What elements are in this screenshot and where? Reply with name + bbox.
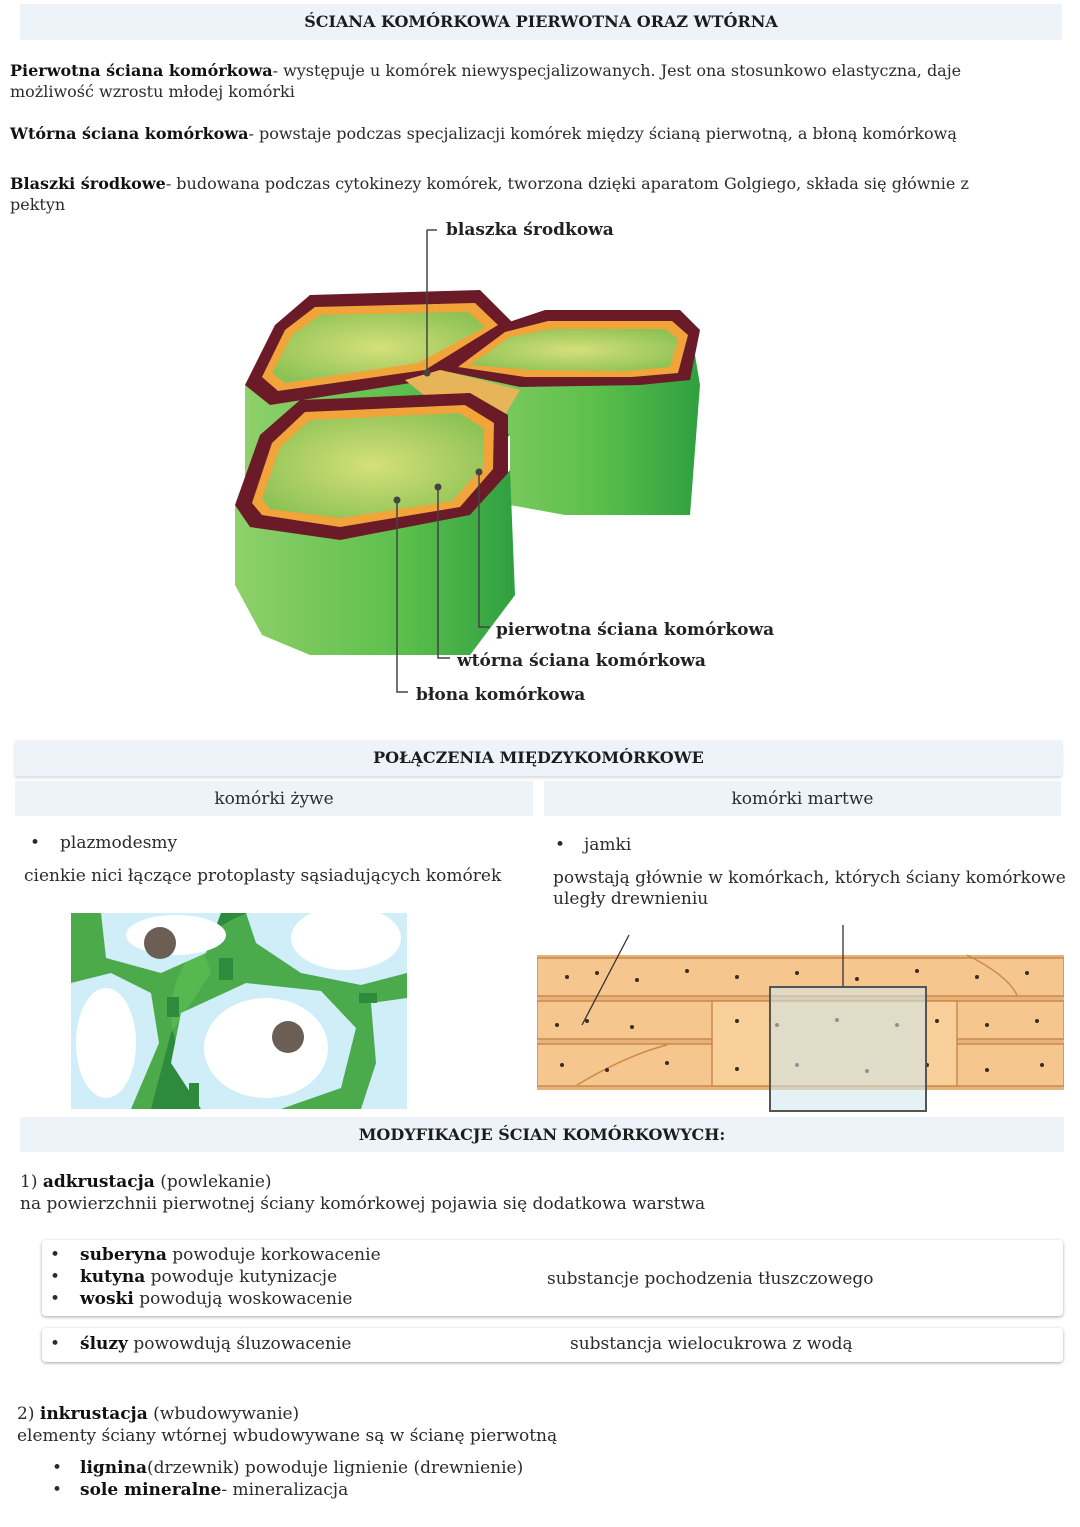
incrustation-term: inkrustacja: [39, 1404, 148, 1424]
section3-title: MODYFIKACJE ŚCIAN KOMÓRKOWYCH:: [358, 1125, 726, 1144]
wax-item: woski powodują woskowacenie: [80, 1289, 353, 1309]
secondary-wall-paragraph: Wtórna ściana komórkowa- powstaje podcza…: [10, 123, 1070, 144]
bullet-dot: •: [555, 835, 566, 855]
suberin-text: powoduje korkowacenie: [172, 1245, 381, 1265]
primary-wall-paragraph: Pierwotna ściana komórkowa- występuje u …: [10, 60, 1070, 102]
primary-wall-text: - występuje u komórek niewyspecjalizowan…: [272, 61, 962, 80]
plasmodesmata-illustration: [71, 913, 407, 1109]
label-secondary-wall: wtórna ściana komórkowa: [457, 651, 706, 671]
secondary-wall-term: Wtórna ściana komórkowa: [10, 124, 249, 143]
col-left-header: [15, 781, 533, 816]
section2-header: [15, 740, 1062, 776]
wax-term: woski: [80, 1289, 134, 1309]
bullet-dot: •: [52, 1480, 63, 1500]
mucilage-note: substancja wielocukrowa z wodą: [570, 1334, 853, 1354]
middle-lamella-paragraph: Blaszki środkowe- budowana podczas cytok…: [10, 173, 1070, 215]
bullet-dot: •: [52, 1458, 63, 1478]
secondary-wall-text: - powstaje podczas specjalizacji komórek…: [248, 124, 957, 143]
lignin-text: (drzewnik) powoduje lignienie (drewnieni…: [147, 1458, 524, 1478]
adcrustation-term: adkrustacja: [42, 1172, 155, 1192]
lignin-term: lignina: [80, 1458, 147, 1478]
section1-title: ŚCIANA KOMÓRKOWA PIERWOTNA ORAZ WTÓRNA: [304, 12, 778, 31]
section1-header: [20, 4, 1062, 40]
adcrustation-heading: 1) adkrustacja (powlekanie): [20, 1172, 272, 1193]
bullet-dot: •: [30, 833, 41, 853]
cell-wall-diagram: [235, 229, 700, 693]
suberin-term: suberyna: [80, 1245, 167, 1265]
mucilage-item: śluzy powowdują śluzowacenie: [80, 1334, 351, 1354]
incrustation-num: 2): [17, 1404, 35, 1424]
incrustation-desc: elementy ściany wtórnej wbudowywane są w…: [17, 1426, 558, 1446]
fatty-substances-box: [42, 1240, 1063, 1316]
col-right-header: [544, 781, 1061, 816]
label-middle-lamella: blaszka środkowa: [446, 220, 614, 240]
bullet-dot: •: [50, 1289, 61, 1309]
plasmodesmata-term: plazmodesmy: [60, 833, 178, 853]
label-membrane: błona komórkowa: [416, 685, 586, 705]
mucilage-term: śluzy: [80, 1334, 128, 1354]
primary-wall-text-2: możliwość wzrostu młodej komórki: [10, 82, 295, 101]
middle-lamella-text: - budowana podczas cytokinezy komórek, t…: [165, 174, 969, 193]
adcrustation-num: 1): [20, 1172, 38, 1192]
section3-header: [20, 1117, 1064, 1152]
middle-lamella-text-2: pektyn: [10, 195, 66, 214]
pits-term: jamki: [584, 835, 632, 855]
pits-illustration: [537, 925, 1064, 1112]
cell-back-right: [440, 310, 700, 515]
mucilage-text: powowdują śluzowacenie: [133, 1334, 352, 1354]
pits-desc-1: powstają głównie w komórkach, których śc…: [553, 868, 1066, 888]
cutin-term: kutyna: [80, 1267, 146, 1287]
middle-lamella-band: [405, 370, 520, 415]
plasmodesmata-desc: cienkie nici łączące protoplasty sąsiadu…: [24, 866, 502, 886]
primary-wall-term: Pierwotna ściana komórkowa: [10, 61, 273, 80]
pits-desc: powstają głównie w komórkach, których śc…: [553, 868, 1080, 910]
pits-desc-2: uległy drewnieniu: [553, 889, 709, 909]
mucilage-box: [42, 1328, 1063, 1362]
adcrustation-desc: na powierzchnii pierwotnej ściany komórk…: [20, 1194, 706, 1214]
middle-lamella-term: Blaszki środkowe: [10, 174, 166, 193]
adcrustation-paren: (powlekanie): [160, 1172, 272, 1192]
mineral-salts-text: - mineralizacja: [221, 1480, 349, 1500]
cutin-text: powoduje kutynizacje: [150, 1267, 338, 1287]
section2-title: POŁĄCZENIA MIĘDZYKOMÓRKOWE: [373, 748, 704, 767]
col-left-title: komórki żywe: [214, 789, 334, 809]
fatty-substances-note: substancje pochodzenia tłuszczowego: [547, 1269, 874, 1289]
wax-text: powodują woskowacenie: [139, 1289, 353, 1309]
mineral-salts-item: sole mineralne- mineralizacja: [80, 1480, 348, 1500]
bullet-dot: •: [50, 1334, 61, 1354]
incrustation-heading: 2) inkrustacja (wbudowywanie): [17, 1404, 299, 1425]
lignin-item: lignina(drzewnik) powoduje lignienie (dr…: [80, 1458, 523, 1478]
mineral-salts-term: sole mineralne: [80, 1480, 222, 1500]
cell-front: [235, 393, 515, 655]
bullet-dot: •: [50, 1245, 61, 1265]
suberin-item: suberyna powoduje korkowacenie: [80, 1245, 381, 1265]
label-primary-wall: pierwotna ściana komórkowa: [496, 620, 775, 640]
incrustation-paren: (wbudowywanie): [153, 1404, 300, 1424]
cutin-item: kutyna powoduje kutynizacje: [80, 1267, 337, 1287]
bullet-dot: •: [50, 1267, 61, 1287]
col-right-title: komórki martwe: [731, 789, 874, 809]
